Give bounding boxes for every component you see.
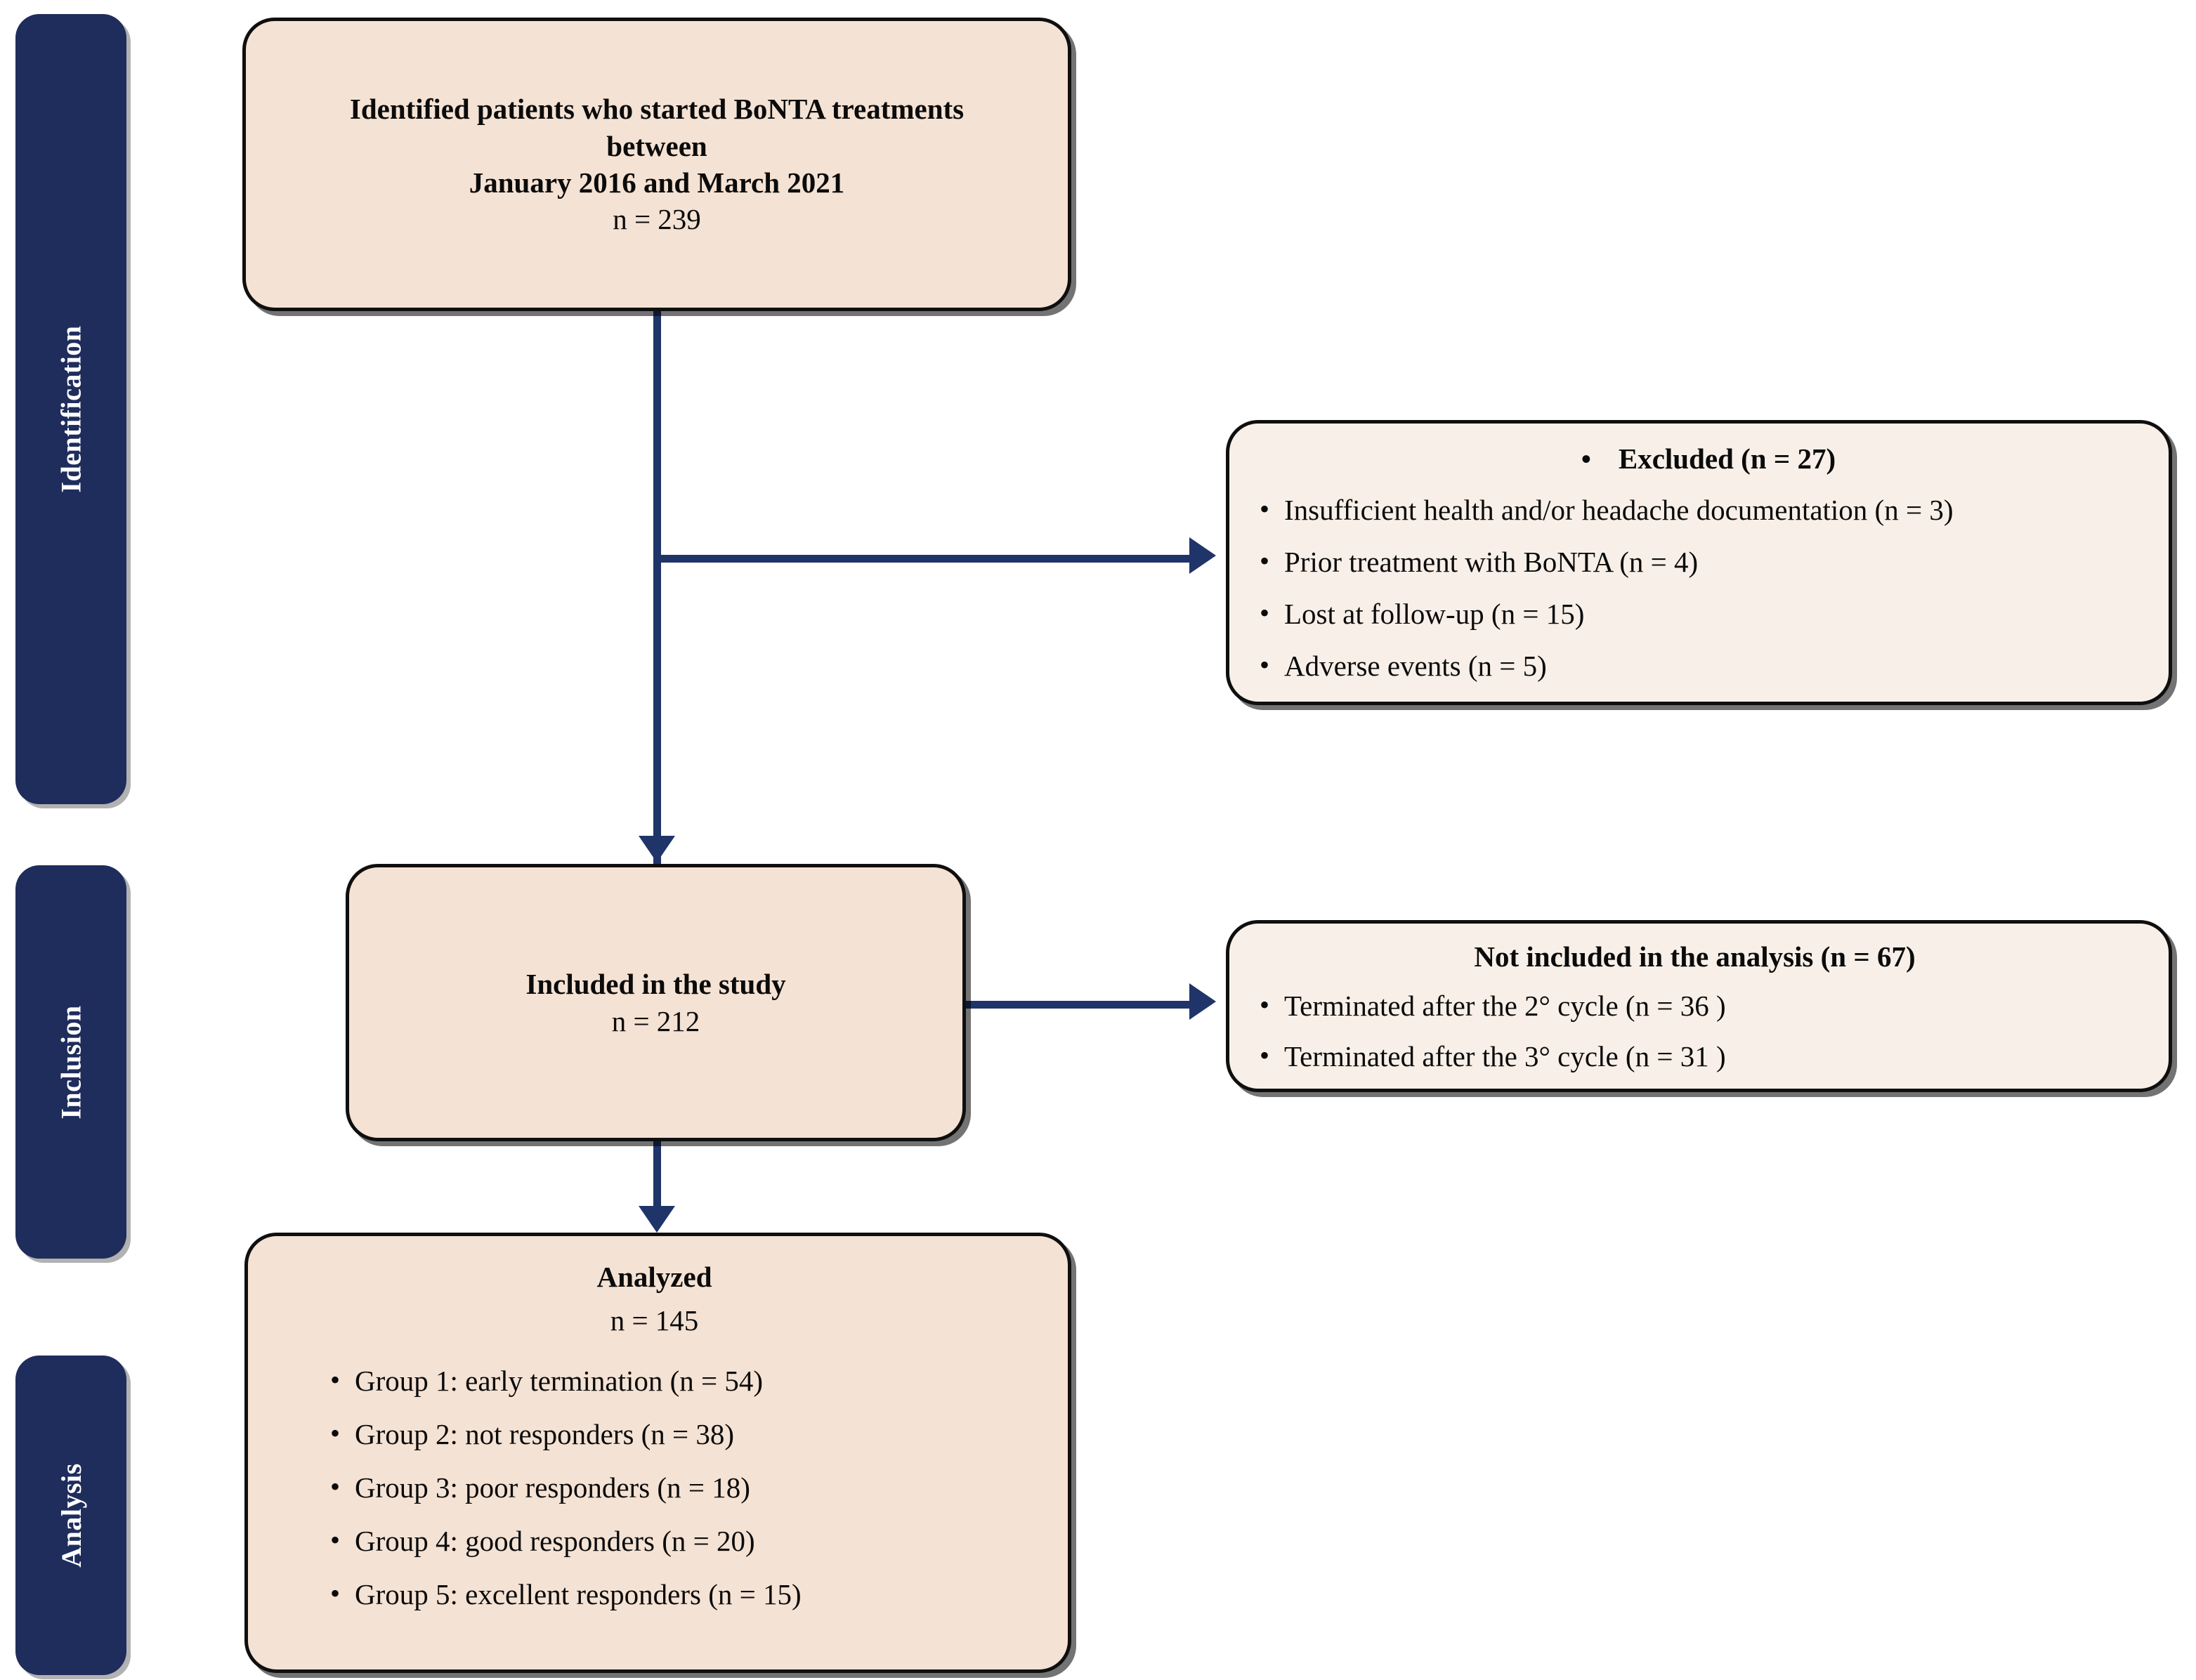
bullet-icon: • — [1581, 443, 1591, 475]
analyzed-group-text: Group 3: poor responders (n = 18) — [355, 1471, 750, 1504]
analyzed-group-text: Group 4: good responders (n = 20) — [355, 1524, 755, 1557]
excluded-list: • Insufficient health and/or headache do… — [1245, 492, 2145, 683]
included-count: n = 212 — [611, 1004, 700, 1037]
analyzed-title: Analyzed — [596, 1261, 712, 1293]
box-included-in-study: Included in the study n = 212 — [346, 864, 966, 1141]
not-included-item-text: Terminated after the 3° cycle (n = 31 ) — [1284, 1039, 1726, 1072]
connector-to-not-included-box — [966, 1001, 1191, 1009]
analyzed-group-text: Group 5: excellent responders (n = 15) — [355, 1578, 802, 1610]
stage-bar-analysis: Analysis — [15, 1356, 126, 1675]
not-included-item-text: Terminated after the 2° cycle (n = 36 ) — [1284, 989, 1726, 1022]
list-item: • Group 2: not responders (n = 38) — [315, 1417, 1040, 1452]
excluded-heading: Excluded (n = 27) — [1618, 442, 1836, 475]
list-item: • Group 1: early termination (n = 54) — [315, 1363, 1040, 1398]
list-item: • Lost at follow-up (n = 15) — [1245, 596, 2145, 631]
bullet-icon: • — [1259, 544, 1269, 577]
not-included-list: • Terminated after the 2° cycle (n = 36 … — [1245, 988, 2145, 1074]
identified-line-3: January 2016 and March 2021 — [469, 166, 845, 199]
bullet-icon: • — [1259, 988, 1269, 1021]
analyzed-count: n = 145 — [610, 1304, 699, 1337]
analyzed-group-list: • Group 1: early termination (n = 54) • … — [269, 1363, 1040, 1612]
bullet-icon: • — [1259, 648, 1269, 681]
box-excluded: • Excluded (n = 27) • Insufficient healt… — [1226, 420, 2172, 705]
bullet-icon: • — [1259, 1039, 1269, 1071]
stage-label-inclusion: Inclusion — [55, 1004, 87, 1120]
excluded-item-text: Lost at follow-up (n = 15) — [1284, 597, 1585, 630]
bullet-icon: • — [1259, 492, 1269, 525]
bullet-icon: • — [329, 1470, 340, 1502]
excluded-item-text: Insufficient health and/or headache docu… — [1284, 493, 1954, 526]
not-included-heading: Not included in the analysis (n = 67) — [1474, 940, 1916, 973]
arrowhead-into-included-box — [639, 836, 675, 862]
bullet-icon: • — [329, 1363, 340, 1396]
list-item: • Terminated after the 3° cycle (n = 31 … — [1245, 1039, 2145, 1074]
box-identified-patients: Identified patients who started BoNTA tr… — [242, 18, 1071, 311]
bullet-icon: • — [329, 1577, 340, 1609]
arrowhead-into-analyzed-box — [639, 1206, 675, 1233]
arrowhead-into-excluded-box — [1189, 537, 1216, 574]
bullet-icon: • — [329, 1417, 340, 1449]
connector-identified-to-included — [653, 311, 661, 866]
arrowhead-into-not-included-box — [1189, 983, 1216, 1020]
excluded-item-text: Adverse events (n = 5) — [1284, 649, 1547, 682]
bullet-icon: • — [1259, 596, 1269, 629]
box-analyzed: Analyzed n = 145 • Group 1: early termin… — [244, 1233, 1071, 1673]
identified-count: n = 239 — [613, 203, 701, 236]
list-item: • Insufficient health and/or headache do… — [1245, 492, 2145, 527]
bullet-icon: • — [329, 1523, 340, 1556]
excluded-heading-row: • Excluded (n = 27) — [1245, 442, 2145, 477]
list-item: • Group 5: excellent responders (n = 15) — [315, 1577, 1040, 1612]
list-item: • Prior treatment with BoNTA (n = 4) — [1245, 544, 2145, 579]
connector-to-excluded-box — [653, 555, 1191, 563]
list-item: • Group 4: good responders (n = 20) — [315, 1523, 1040, 1558]
list-item: • Terminated after the 2° cycle (n = 36 … — [1245, 988, 2145, 1023]
connector-included-to-analyzed — [653, 1141, 661, 1212]
stage-label-identification: Identification — [55, 325, 87, 493]
included-title: Included in the study — [525, 968, 786, 1001]
box-not-included-in-analysis: Not included in the analysis (n = 67) • … — [1226, 920, 2172, 1092]
list-item: • Group 3: poor responders (n = 18) — [315, 1470, 1040, 1505]
analyzed-group-text: Group 2: not responders (n = 38) — [355, 1417, 735, 1450]
analyzed-group-text: Group 1: early termination (n = 54) — [355, 1364, 764, 1397]
stage-bar-inclusion: Inclusion — [15, 865, 126, 1259]
list-item: • Adverse events (n = 5) — [1245, 648, 2145, 683]
excluded-item-text: Prior treatment with BoNTA (n = 4) — [1284, 545, 1699, 578]
stage-label-analysis: Analysis — [55, 1463, 87, 1568]
stage-bar-identification: Identification — [15, 14, 126, 804]
identified-line-2: between — [606, 129, 707, 162]
identified-line-1: Identified patients who started BoNTA tr… — [349, 93, 965, 126]
